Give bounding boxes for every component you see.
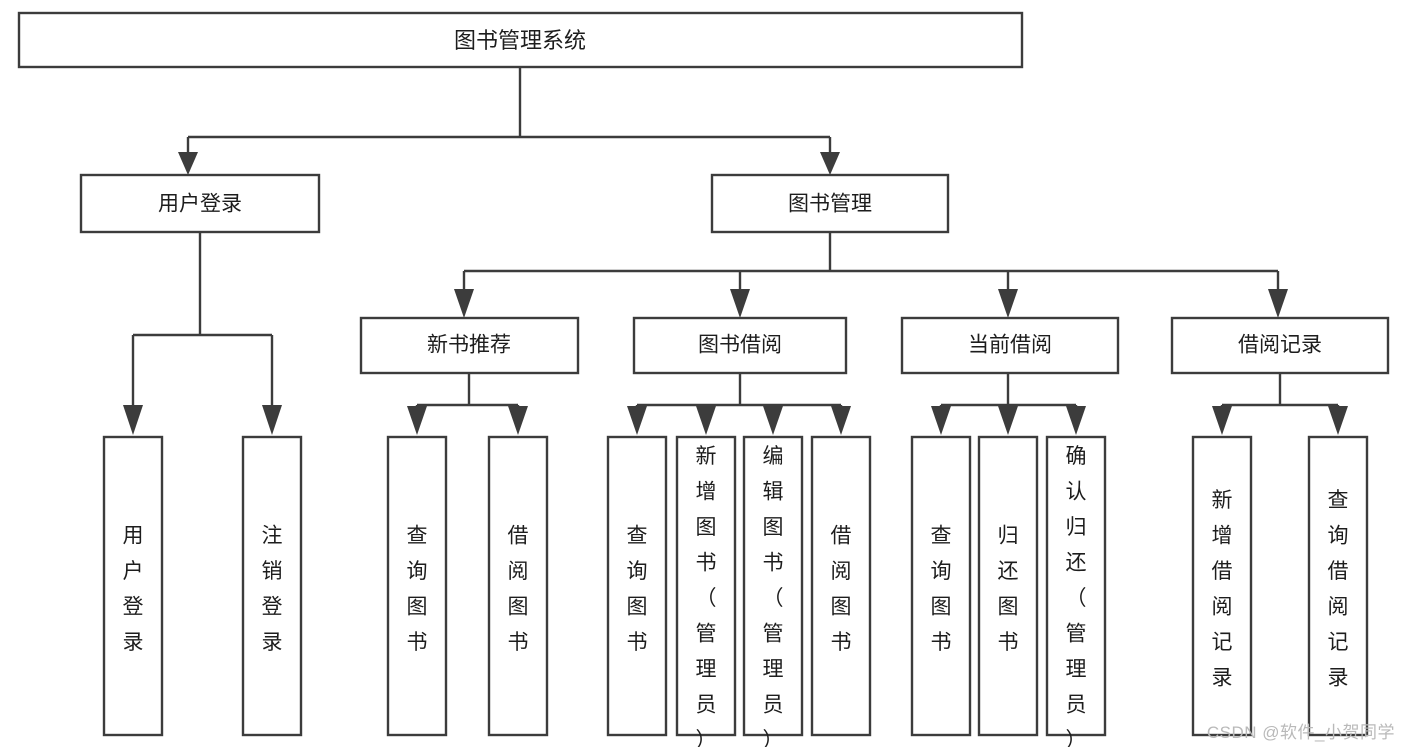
node-leaf-confirm-return-box[interactable]	[1045, 435, 1107, 737]
node-leaf-query-record-label: 查询借阅记录	[1328, 489, 1349, 690]
node-root-title-box[interactable]	[17, 11, 1024, 69]
node-user-login[interactable]: 用户登录	[79, 173, 321, 234]
node-leaf-return-book[interactable]: 归还图书	[977, 435, 1039, 737]
node-book-management[interactable]: 图书管理	[710, 173, 950, 234]
node-leaf-logout-login-label: 注销登录	[262, 525, 283, 655]
node-user-login-label: 用户登录	[158, 193, 242, 216]
node-leaf-add-book-box[interactable]	[675, 435, 737, 737]
node-new-book-recommend-box[interactable]	[359, 316, 580, 375]
node-leaf-borrow-book-1[interactable]: 借阅图书	[487, 435, 549, 737]
node-leaf-query-book-3[interactable]: 查询图书	[910, 435, 972, 737]
node-leaf-add-record[interactable]: 新增借阅记录	[1191, 435, 1253, 737]
arrow-head-leaf-query-book-3	[931, 406, 951, 435]
arrow-head-leaf-query-book-2	[627, 406, 647, 435]
arrow-head-leaf-confirm-return	[1066, 406, 1086, 435]
csdn-watermark: CSDN @软件_小贺同学	[1206, 723, 1395, 742]
node-leaf-add-record-box[interactable]	[1191, 435, 1253, 737]
node-leaf-return-book-label: 归还图书	[998, 525, 1019, 655]
node-leaf-borrow-book-1-label: 借阅图书	[508, 525, 529, 655]
node-leaf-query-book-3-label: 查询图书	[931, 525, 952, 655]
node-current-borrow-label: 当前借阅	[968, 334, 1052, 357]
node-leaf-borrow-book-2-box[interactable]	[810, 435, 872, 737]
node-leaf-query-book-1-label: 查询图书	[407, 525, 428, 655]
node-leaf-query-book-2[interactable]: 查询图书	[606, 435, 668, 737]
node-book-borrow-label: 图书借阅	[698, 334, 782, 357]
node-root-title-label: 图书管理系统	[454, 28, 586, 53]
arrow-head-leaf-query-record	[1328, 406, 1348, 435]
node-current-borrow-box[interactable]	[900, 316, 1120, 375]
arrow-head-leaf-add-record	[1212, 406, 1232, 435]
connector-group-borrow-record	[1212, 373, 1348, 435]
arrow-head-book-management	[820, 152, 840, 175]
node-leaf-edit-book-label: 编辑图书（管理员）	[763, 445, 784, 747]
node-leaf-query-record-box[interactable]	[1307, 435, 1369, 737]
connector-group-book-borrow	[627, 373, 851, 435]
connector-group-book-management	[454, 232, 1288, 318]
node-leaf-confirm-return-label: 确认归还（管理员）	[1066, 445, 1087, 747]
connector-group-user-login	[123, 232, 282, 435]
node-root-title[interactable]: 图书管理系统	[17, 11, 1024, 69]
arrow-head-borrow-record	[1268, 289, 1288, 318]
node-leaf-edit-book[interactable]: 编辑图书（管理员）	[742, 435, 804, 747]
arrow-head-user-login	[178, 152, 198, 175]
node-leaf-borrow-book-2-label: 借阅图书	[831, 525, 852, 655]
node-leaf-query-book-2-label: 查询图书	[627, 525, 648, 655]
arrow-head-leaf-borrow-book-1	[508, 406, 528, 435]
arrow-head-leaf-user-login	[123, 405, 143, 435]
node-leaf-add-book-label: 新增图书（管理员）	[696, 445, 717, 747]
node-leaf-borrow-book-1-box[interactable]	[487, 435, 549, 737]
node-leaf-user-login-box[interactable]	[102, 435, 164, 737]
arrow-head-leaf-query-book-1	[407, 406, 427, 435]
node-user-login-box[interactable]	[79, 173, 321, 234]
arrow-head-leaf-borrow-book-2	[831, 406, 851, 435]
arrow-head-leaf-add-book	[696, 406, 716, 435]
node-leaf-add-record-label: 新增借阅记录	[1212, 489, 1233, 690]
node-book-management-label: 图书管理	[788, 193, 872, 216]
connector-group-root	[178, 67, 840, 175]
arrow-head-new-book-recommend	[454, 289, 474, 318]
arrow-head-leaf-return-book	[998, 406, 1018, 435]
arrow-head-book-borrow	[730, 289, 750, 318]
connector-group-new-book-recommend	[407, 373, 528, 435]
arrow-head-leaf-logout-login	[262, 405, 282, 435]
node-borrow-record-label: 借阅记录	[1238, 334, 1322, 357]
arrow-head-leaf-edit-book	[763, 406, 783, 435]
node-leaf-logout-login-box[interactable]	[241, 435, 303, 737]
node-current-borrow[interactable]: 当前借阅	[900, 316, 1120, 375]
node-new-book-recommend-label: 新书推荐	[427, 334, 511, 357]
node-book-borrow-box[interactable]	[632, 316, 848, 375]
node-leaf-query-book-1-box[interactable]	[386, 435, 448, 737]
node-leaf-user-login-label: 用户登录	[123, 525, 144, 655]
node-leaf-query-book-3-box[interactable]	[910, 435, 972, 737]
node-borrow-record[interactable]: 借阅记录	[1170, 316, 1390, 375]
node-book-management-box[interactable]	[710, 173, 950, 234]
node-new-book-recommend[interactable]: 新书推荐	[359, 316, 580, 375]
node-leaf-logout-login[interactable]: 注销登录	[241, 435, 303, 737]
node-leaf-query-record[interactable]: 查询借阅记录	[1307, 435, 1369, 737]
arrow-head-current-borrow	[998, 289, 1018, 318]
node-borrow-record-box[interactable]	[1170, 316, 1390, 375]
node-book-borrow[interactable]: 图书借阅	[632, 316, 848, 375]
connector-group-current-borrow	[931, 373, 1086, 435]
node-leaf-add-book[interactable]: 新增图书（管理员）	[675, 435, 737, 747]
node-leaf-edit-book-box[interactable]	[742, 435, 804, 737]
node-leaf-user-login[interactable]: 用户登录	[102, 435, 164, 737]
node-leaf-return-book-box[interactable]	[977, 435, 1039, 737]
node-leaf-confirm-return[interactable]: 确认归还（管理员）	[1045, 435, 1107, 747]
node-leaf-query-book-2-box[interactable]	[606, 435, 668, 737]
node-leaf-query-book-1[interactable]: 查询图书	[386, 435, 448, 737]
node-leaf-borrow-book-2[interactable]: 借阅图书	[810, 435, 872, 737]
